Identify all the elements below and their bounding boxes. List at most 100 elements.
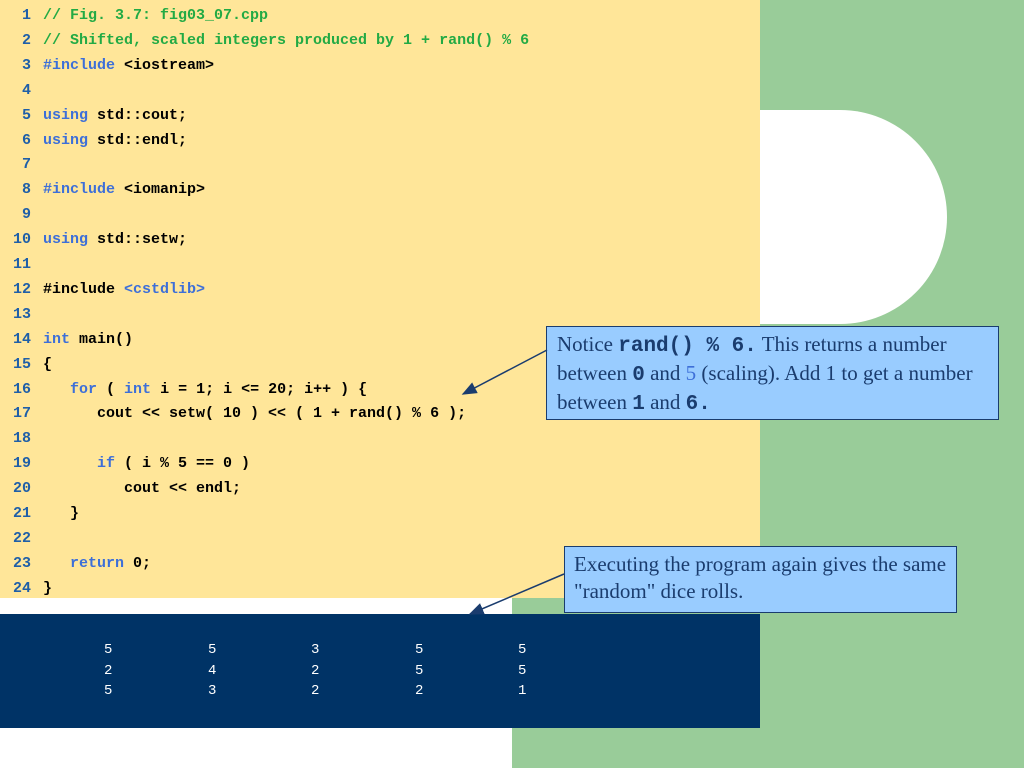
code-token: int [43,330,71,348]
white-half-disc [760,110,947,324]
code-token: std::setw; [88,231,188,249]
code-line: 7 [0,152,31,177]
code-text: // Shifted, scaled integers produced by … [43,28,529,53]
code-token: std::endl; [88,131,188,149]
code-line: 18 [0,426,31,451]
code-line: 11 [0,252,31,277]
output-value: 2 [104,662,113,679]
code-token: using [43,131,89,149]
callout-rand-text-2: This returns a number between [557,332,947,385]
line-number: 4 [21,81,31,99]
code-line: 12 #include <cstdlib> [0,277,205,302]
code-line: 20 cout << endl; [0,476,241,501]
code-line: 24} [0,576,52,601]
output-value: 1 [518,683,527,699]
code-token: <cstdlib> [124,280,206,298]
code-line: 15 { [0,352,52,377]
code-text: { [43,352,52,377]
code-text: #include <cstdlib> [43,277,205,302]
code-token: #include [43,181,116,199]
output-value: 3 [208,683,217,699]
code-line: 19 if ( i % 5 == 0 ) [0,451,250,476]
line-number: 19 [12,455,31,473]
output-value: 2 [415,683,424,699]
callout-rand-text-5: and [644,390,686,414]
line-number: 15 [12,355,31,373]
output-value: 5 [104,683,113,699]
code-line: 22 [0,526,31,551]
line-number: 16 [12,380,31,398]
code-line: 2 // Shifted, scaled integers produced by… [0,28,529,53]
code-token [43,555,70,572]
line-number: 17 [12,405,31,423]
line-number: 5 [21,106,31,124]
callout-rand-code-2: 0 [632,364,645,387]
line-number: 10 [12,231,31,249]
output-value: 5 [104,642,113,658]
code-token [43,381,70,398]
code-text: cout << endl; [43,476,241,501]
line-number: 20 [12,480,31,498]
code-text: using std::endl; [43,128,187,153]
output-value: 2 [311,662,320,679]
code-token: i = 1; i <= 20; i++ ) { [151,380,368,398]
code-line: 16 for ( int i = 1; i <= 20; i++ ) { [0,377,367,402]
code-line: 10 using std::setw; [0,227,187,252]
output-value: 5 [208,642,217,658]
code-token: using [43,231,89,249]
code-text: } [43,501,79,526]
code-line: 13 [0,302,31,327]
line-number: 8 [21,181,31,199]
callout-rand-code-1: rand() % 6. [618,335,757,358]
output-value: 5 [415,642,424,658]
callout-rand-text-3: and [644,361,686,385]
code-line: 3 #include <iostream> [0,53,214,78]
code-line: 17 cout << setw( 10 ) << ( 1 + rand() % … [0,401,466,426]
line-number: 23 [12,554,31,572]
code-token: int [124,380,152,398]
callout-rand-text-4: (scaling). Add 1 to get a number between [557,361,973,414]
callout-rand-code-4: 6. [685,393,711,416]
line-number: 3 [21,56,31,74]
code-token: #include [43,56,116,74]
code-token: <iomanip> [115,181,206,199]
output-value: 5 [518,662,527,679]
code-token: for [70,380,98,398]
code-line: 4 [0,78,31,103]
line-number: 18 [12,430,31,448]
line-number: 11 [12,256,31,273]
code-line: 9 [0,202,31,227]
code-text: #include <iomanip> [43,177,205,202]
code-line: 23 return 0; [0,551,151,576]
code-token: std::cout; [88,106,188,124]
code-token: #include [43,280,125,298]
line-number: 24 [12,579,31,597]
code-text: int main() [43,327,133,352]
code-token: using [43,106,89,124]
line-number: 22 [12,529,31,547]
code-token: 0; [124,554,152,572]
output-value: 5 [518,642,527,658]
line-number: 12 [12,280,31,298]
code-token: if [97,455,116,473]
code-text: // Fig. 3.7: fig03_07.cpp [43,3,268,28]
callout-rand-five: 5 [685,361,697,385]
code-text: if ( i % 5 == 0 ) [43,451,250,476]
callout-same-rolls: Executing the program again gives the sa… [564,546,957,613]
code-token: cout << endl; [43,480,242,498]
line-number: 13 [12,305,31,323]
code-line: 5 using std::cout; [0,103,187,128]
line-number: 2 [21,31,31,49]
code-token: <iostream> [115,56,215,74]
code-text: #include <iostream> [43,53,214,78]
code-token: // Shifted, scaled integers produced by … [43,31,530,49]
code-token: } [43,579,53,597]
code-text: using std::cout; [43,103,187,128]
line-number: 7 [21,156,31,174]
